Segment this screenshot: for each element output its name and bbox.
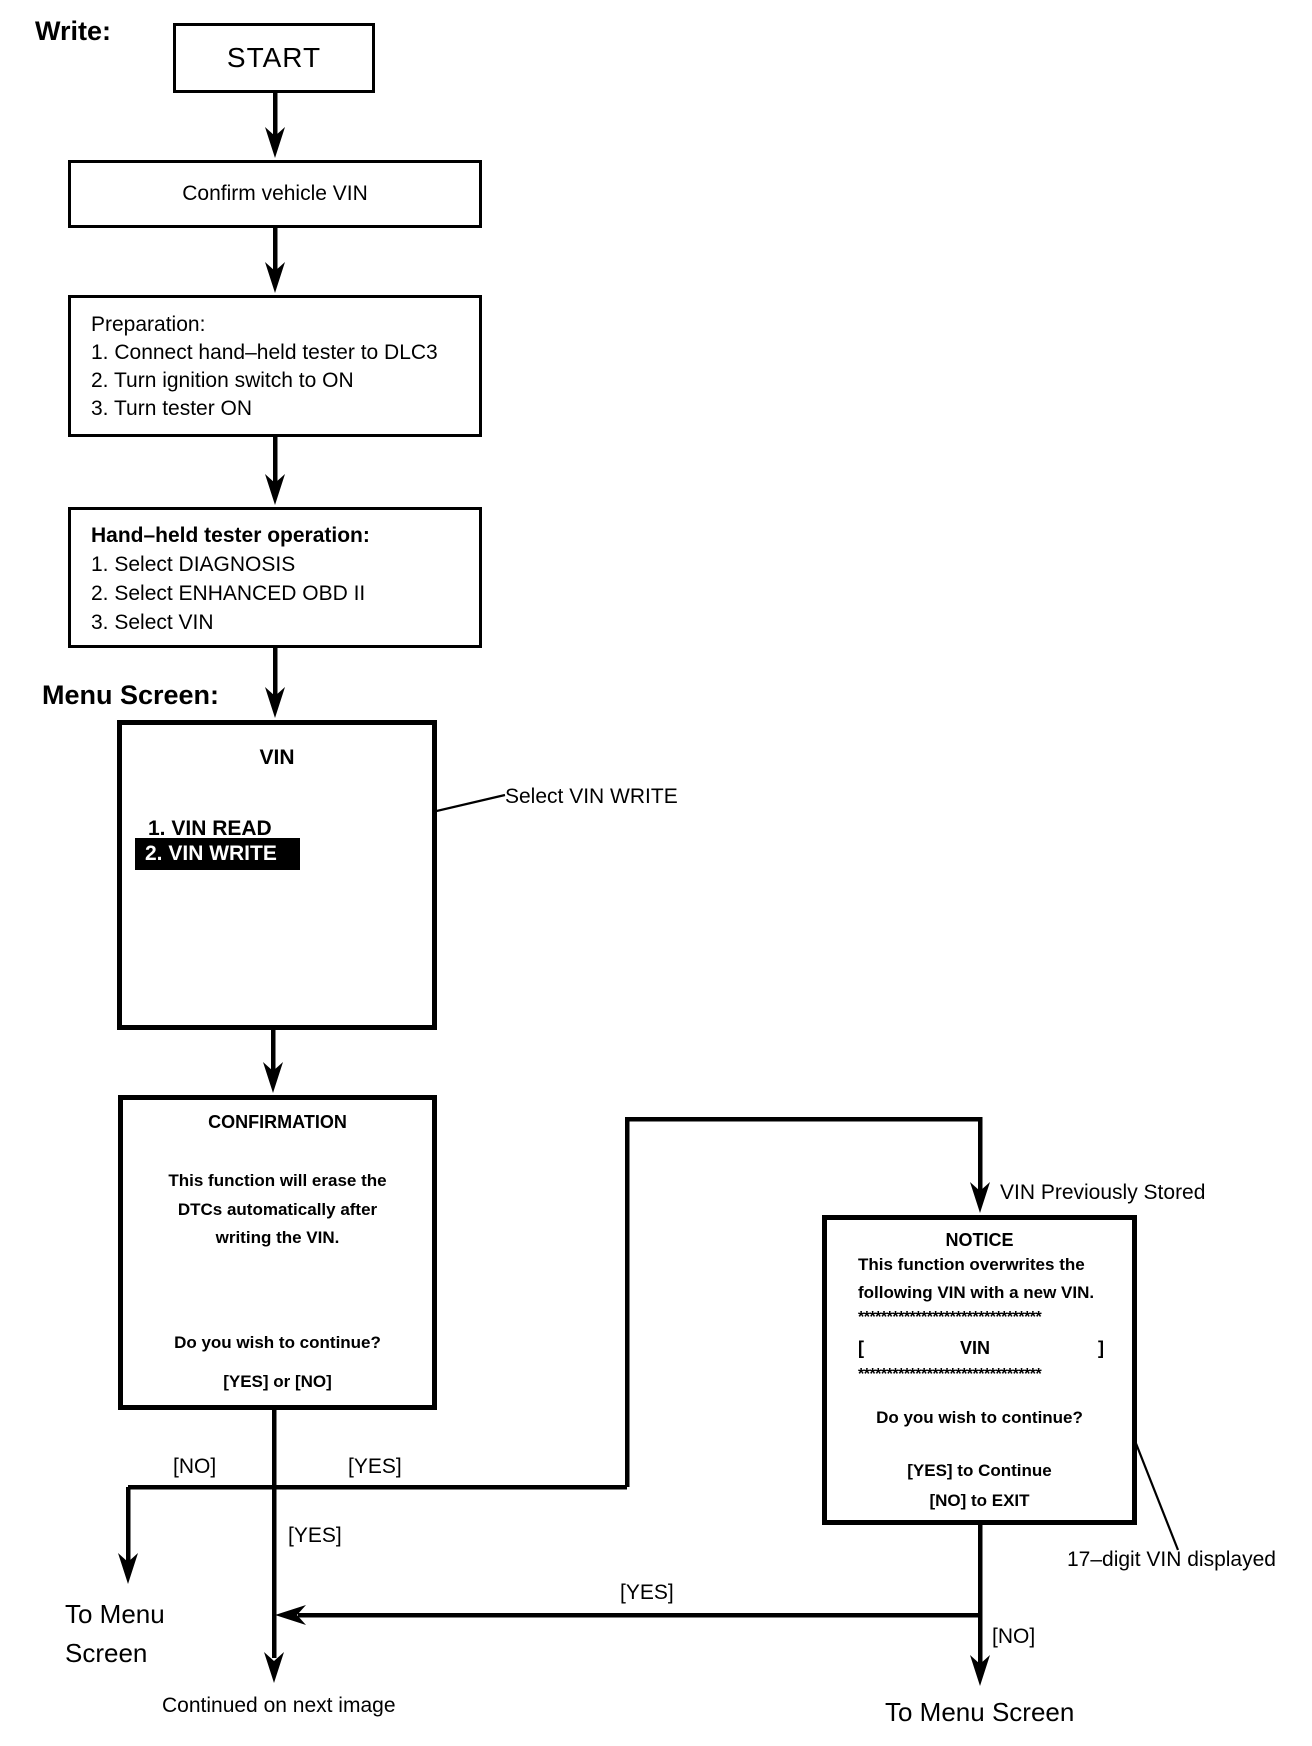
confirm-vin-box: Confirm vehicle VIN [68, 160, 482, 228]
tester-operation-step: 3. Select VIN [91, 611, 214, 634]
notice-body-line: This function overwrites the [858, 1255, 1085, 1274]
select-vin-write-callout: Select VIN WRITE [505, 785, 678, 808]
preparation-title: Preparation: [91, 313, 206, 336]
notice-box: NOTICE This function overwrites the foll… [822, 1215, 1137, 1525]
preparation-step: 3. Turn tester ON [91, 397, 253, 420]
vin-menu-title: VIN [259, 746, 295, 769]
tester-operation-step: 1. Select DIAGNOSIS [91, 553, 296, 576]
notice-title: NOTICE [945, 1230, 1014, 1250]
write-section-label: Write: [35, 16, 112, 46]
arrowhead-down-icon [264, 1652, 284, 1683]
arrowhead-down-icon [263, 1062, 283, 1093]
preparation-step: 2. Turn ignition switch to ON [91, 369, 354, 392]
confirmation-body-line: This function will erase the [168, 1171, 387, 1190]
notice-stars-top: ******************************** [858, 1309, 1042, 1326]
notice-no-instruction: [NO] to EXIT [929, 1491, 1030, 1510]
confirmation-title: CONFIRMATION [208, 1112, 347, 1132]
notice-vin-close-bracket: ] [1098, 1338, 1104, 1358]
branch-label-no-notice: [NO] [992, 1625, 1036, 1648]
confirmation-box: CONFIRMATION This function will erase th… [118, 1095, 437, 1410]
notice-question: Do you wish to continue? [876, 1408, 1083, 1427]
terminal-continued-next-image: Continued on next image [162, 1694, 396, 1717]
confirm-vin-label: Confirm vehicle VIN [182, 182, 368, 205]
tester-operation-title: Hand–held tester operation: [91, 524, 370, 547]
17-digit-vin-callout: 17–digit VIN displayed [1067, 1548, 1276, 1571]
arrowhead-down-icon [970, 1655, 990, 1686]
tester-operation-step: 2. Select ENHANCED OBD II [91, 582, 366, 605]
preparation-box: Preparation: 1. Connect hand–held tester… [68, 295, 482, 437]
vin-menu-box: VIN 1. VIN READ 2. VIN WRITE [117, 720, 437, 1030]
menu-item-vin-write-highlighted: 2. VIN WRITE [135, 838, 300, 870]
confirmation-question: Do you wish to continue? [174, 1333, 381, 1352]
arrowhead-down-icon [265, 687, 285, 718]
terminal-to-menu-line2: Screen [65, 1638, 148, 1668]
tester-operation-box: Hand–held tester operation: 1. Select DI… [68, 507, 482, 648]
arrowhead-down-icon [265, 262, 285, 293]
confirmation-body-line: writing the VIN. [215, 1228, 340, 1247]
branch-label-no: [NO] [173, 1455, 217, 1478]
menu-item-vin-read: 1. VIN READ [148, 817, 272, 840]
preparation-step: 1. Connect hand–held tester to DLC3 [91, 341, 438, 364]
arrowhead-left-icon [275, 1605, 306, 1625]
notice-yes-instruction: [YES] to Continue [907, 1461, 1052, 1480]
start-label: START [226, 42, 322, 73]
arrowhead-down-icon [265, 474, 285, 505]
vin-previously-stored-callout: VIN Previously Stored [1000, 1181, 1206, 1204]
confirmation-options: [YES] or [NO] [223, 1372, 332, 1391]
notice-vin-label: VIN [960, 1338, 991, 1358]
confirmation-body-line: DTCs automatically after [177, 1200, 378, 1219]
terminal-to-menu-screen-right: To Menu Screen [885, 1697, 1075, 1727]
terminal-to-menu-screen-left: To Menu Screen [65, 1595, 165, 1673]
menu-screen-section-label: Menu Screen: [42, 680, 220, 710]
terminal-to-menu-line1: To Menu [65, 1599, 165, 1629]
branch-label-yes: [YES] [348, 1455, 402, 1478]
branch-label-yes-continue: [YES] [288, 1524, 342, 1547]
notice-body-line: following VIN with a new VIN. [858, 1283, 1095, 1302]
notice-vin-open-bracket: [ [858, 1338, 864, 1358]
branch-label-yes-notice: [YES] [620, 1581, 674, 1604]
arrowhead-down-icon [118, 1553, 138, 1584]
start-box: START [173, 23, 375, 93]
arrowhead-down-icon [265, 127, 285, 158]
notice-stars-bottom: ******************************** [858, 1366, 1042, 1383]
arrowhead-down-icon [970, 1182, 990, 1213]
